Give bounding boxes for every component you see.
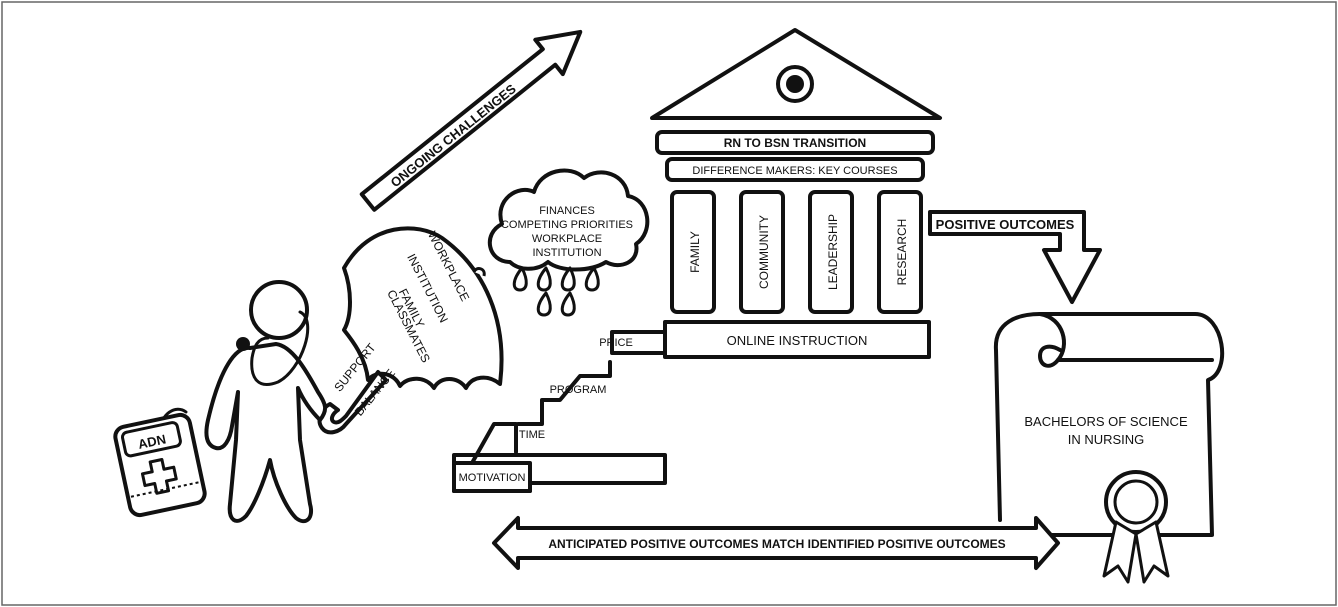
nurse-figure — [204, 280, 327, 524]
umbrella-tip — [472, 267, 486, 277]
scroll-body — [993, 312, 1225, 537]
ongoing-challenges-label: ONGOING CHALLENGES — [388, 81, 519, 190]
positive-outcomes-arrow: POSITIVE OUTCOMES — [928, 210, 1102, 304]
umbrella-canopy — [342, 226, 504, 390]
stair-motivation: MOTIVATION — [459, 472, 526, 484]
bag-label-box — [120, 421, 182, 458]
pillar-family-label: FAMILY — [688, 231, 702, 273]
bag-label: ADN — [137, 431, 168, 452]
positive-outcomes-label: POSITIVE OUTCOMES — [936, 217, 1075, 232]
stairs: MOTIVATION TIME PROGRAM PRICE — [452, 330, 667, 493]
cloud-line-4: INSTITUTION — [532, 247, 601, 259]
cloud-line-3: WORKPLACE — [532, 233, 602, 245]
online-instruction-label: ONLINE INSTRUCTION — [727, 333, 868, 348]
cloud-line-2: COMPETING PRIORITIES — [501, 219, 633, 231]
award-seal-icon — [1102, 470, 1170, 584]
roof-ornament-dot — [786, 75, 804, 93]
diploma-line-1: BACHELORS OF SCIENCE — [1024, 414, 1188, 429]
pillar-research: RESEARCH — [877, 190, 923, 314]
scroll-curl — [1038, 312, 1066, 368]
nurse-body — [204, 342, 327, 524]
pillar-leadership-label: LEADERSHIP — [826, 214, 840, 290]
pillar-research-label: RESEARCH — [895, 219, 909, 286]
diploma-scroll: BACHELORS OF SCIENCE IN NURSING — [993, 312, 1225, 584]
pillar-family: FAMILY — [670, 190, 716, 314]
transition-band — [655, 130, 935, 155]
stair-price: PRICE — [599, 337, 633, 349]
stethoscope-icon — [250, 310, 310, 386]
anticipated-outcomes-label: ANTICIPATED POSITIVE OUTCOMES MATCH IDEN… — [548, 537, 1005, 551]
stair-steps — [452, 330, 667, 493]
cloud-line-1: FINANCES — [539, 205, 595, 217]
key-courses-band — [665, 157, 925, 182]
key-courses-label: DIFFERENCE MAKERS: KEY COURSES — [692, 165, 897, 177]
institution-building: RN TO BSN TRANSITION DIFFERENCE MAKERS: … — [650, 28, 942, 359]
anticipated-outcomes-double-arrow: ANTICIPATED POSITIVE OUTCOMES MATCH IDEN… — [492, 516, 1060, 570]
pillar-leadership: LEADERSHIP — [808, 190, 854, 314]
umbrella-handle — [317, 370, 388, 435]
stair-time: TIME — [519, 429, 545, 441]
diploma-line-2: IN NURSING — [1068, 432, 1145, 447]
medical-cross-icon — [140, 457, 178, 495]
pillar-community-label: COMMUNITY — [757, 215, 771, 289]
stair-program: PROGRAM — [550, 384, 607, 396]
raindrops — [512, 266, 600, 317]
support-umbrella: WORKPLACE INSTITUTION FAMILY CLASSMATES … — [317, 226, 504, 435]
cloud-outline — [487, 168, 650, 272]
stethoscope-chestpiece — [236, 337, 250, 351]
pillar-community: COMMUNITY — [739, 190, 785, 314]
transition-label: RN TO BSN TRANSITION — [724, 136, 866, 150]
adn-bag: ADN — [113, 407, 207, 518]
nurse-head — [249, 280, 309, 340]
challenges-cloud: FINANCES COMPETING PRIORITIES WORKPLACE … — [487, 168, 650, 317]
